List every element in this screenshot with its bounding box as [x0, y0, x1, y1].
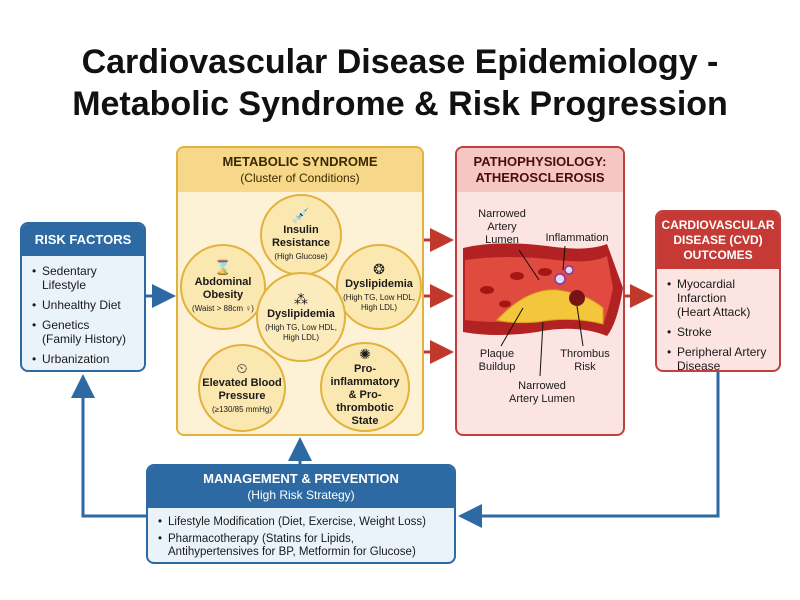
risk-factors-list: Sedentary Lifestyle Unhealthy Diet Genet…: [22, 256, 144, 366]
pathophysiology-heading: PATHOPHYSIOLOGY: ATHEROSCLEROSIS: [457, 148, 623, 192]
fat-cells-icon: ❂: [373, 260, 385, 277]
elevated-blood-pressure-circle: ⏲ Elevated Blood Pressure (≥130/85 mmHg): [198, 344, 286, 432]
red-blood-cell: [480, 286, 494, 294]
blood-pressure-cuff-icon: ⏲: [236, 360, 248, 376]
pro-inflammatory-circle: ✺ Pro-inflammatory & Pro-thrombotic Stat…: [320, 342, 410, 432]
lipid-droplets-icon: ⁂: [294, 290, 308, 307]
cvd-outcomes-box: CARDIOVASCULAR DISEASE (CVD) OUTCOMES My…: [655, 210, 781, 372]
dyslipidemia-circle-center: ⁂ Dyslipidemia (High TG, Low HDL, High L…: [256, 272, 346, 362]
outcome-item: Peripheral Artery Disease: [667, 345, 771, 370]
management-subheading: (High Risk Strategy): [247, 488, 355, 502]
red-blood-cell: [538, 268, 552, 276]
management-item: Lifestyle Modification (Diet, Exercise, …: [158, 516, 446, 529]
insulin-resistance-circle: 💉 Insulin Resistance (High Glucose): [260, 194, 342, 276]
waist-icon: ⌛: [214, 259, 232, 275]
artery-illustration: [463, 243, 623, 377]
risk-factor-item: Urbanization: [32, 352, 136, 366]
inflammation-cell: [554, 273, 566, 285]
diagram-title-line-2: Metabolic Syndrome & Risk Progression: [72, 85, 728, 123]
management-list: Lifestyle Modification (Diet, Exercise, …: [148, 508, 454, 559]
dyslipidemia-circle-right: ❂ Dyslipidemia (High TG, Low HDL, High L…: [336, 244, 422, 330]
outcome-item: Myocardial Infarction (Heart Attack): [667, 277, 771, 319]
syringe-icon: 💉: [292, 207, 310, 223]
risk-factor-item: Genetics (Family History): [32, 318, 136, 346]
label-plaque-buildup: Plaque Buildup: [478, 348, 516, 373]
risk-factors-box: RISK FACTORS Sedentary Lifestyle Unhealt…: [20, 222, 146, 372]
metabolic-syndrome-header: METABOLIC SYNDROME (Cluster of Condition…: [178, 148, 422, 192]
label-inflammation: Inflammation: [545, 232, 609, 244]
risk-factors-heading: RISK FACTORS: [22, 224, 144, 256]
metabolic-syndrome-heading: METABOLIC SYNDROME: [222, 154, 378, 169]
red-blood-cell: [499, 300, 511, 308]
management-header: MANAGEMENT & PREVENTION (High Risk Strat…: [148, 466, 454, 508]
risk-factor-item: Sedentary Lifestyle: [32, 264, 136, 292]
pathophysiology-box: PATHOPHYSIOLOGY: ATHEROSCLEROSIS Narrowe…: [455, 146, 625, 436]
abdominal-obesity-circle: ⌛ Abdominal Obesity (Waist > 88cm ♀): [180, 244, 266, 330]
red-blood-cell: [510, 272, 524, 280]
diagram-title-line-1: Cardiovascular Disease Epidemiology -: [81, 43, 719, 81]
label-thrombus-risk: Thrombus Risk: [560, 348, 610, 373]
cvd-outcomes-list: Myocardial Infarction (Heart Attack) Str…: [657, 269, 779, 370]
management-prevention-box: MANAGEMENT & PREVENTION (High Risk Strat…: [146, 464, 456, 564]
inflamed-cell-icon: ✺: [359, 345, 371, 362]
metabolic-syndrome-subheading: (Cluster of Conditions): [240, 171, 360, 185]
label-narrowed-lumen-top: Narrowed Artery Lumen: [478, 208, 526, 246]
inflammation-cell: [564, 265, 574, 275]
management-item: Pharmacotherapy (Statins for Lipids, Ant…: [158, 533, 446, 559]
cvd-outcomes-heading: CARDIOVASCULAR DISEASE (CVD) OUTCOMES: [657, 212, 779, 269]
risk-factor-item: Unhealthy Diet: [32, 298, 136, 312]
management-heading: MANAGEMENT & PREVENTION: [203, 471, 399, 486]
arrow-outcomes-to-management: [458, 372, 720, 528]
metabolic-syndrome-box: METABOLIC SYNDROME (Cluster of Condition…: [176, 146, 424, 436]
arrow-management-to-risk: [71, 374, 146, 518]
label-narrowed-lumen-bottom: Narrowed Artery Lumen: [508, 380, 576, 405]
outcome-item: Stroke: [667, 325, 771, 339]
thrombus: [569, 290, 585, 306]
